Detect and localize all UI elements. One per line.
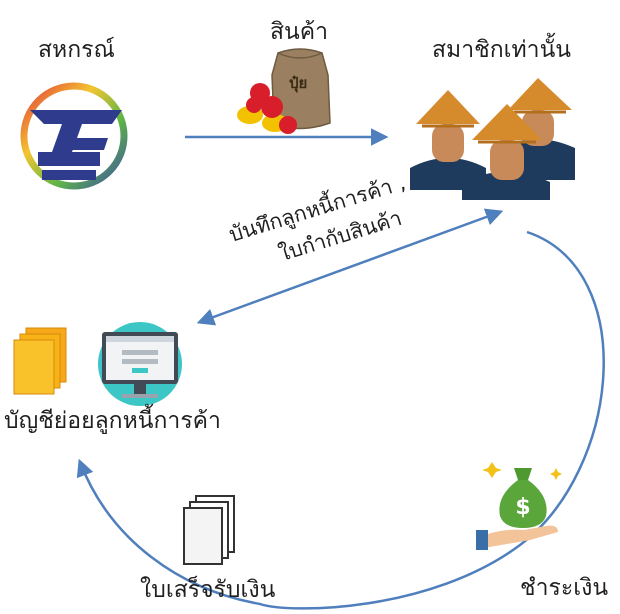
svg-text:$: $ [515, 495, 530, 520]
document-stack-icon [13, 327, 67, 395]
computer-screen-icon [98, 322, 182, 406]
ledger-label: บัญชีย่อยลูกหนี้การค้า [4, 408, 221, 434]
farmers-group-icon [410, 78, 575, 200]
payment-label: ชำระเงิน [520, 575, 609, 601]
arrow-payment-loop [76, 230, 605, 610]
fertilizer-bag-icon [237, 48, 331, 134]
receipt-label: ใบเสร็จรับเงิน [140, 577, 276, 603]
members-only-label: สมาชิกเท่านั้น [432, 37, 572, 63]
arrow-members-ledger [196, 208, 504, 326]
cooperative-logo-icon [20, 82, 128, 190]
coop-label: สหกรณ์ [38, 37, 115, 63]
fertilizer-bag-label: ปุ๋ย [289, 74, 308, 92]
receipt-stack-icon [183, 495, 235, 565]
money-bag-hand-icon: $ [476, 462, 562, 550]
goods-label: สินค้า [270, 19, 329, 45]
